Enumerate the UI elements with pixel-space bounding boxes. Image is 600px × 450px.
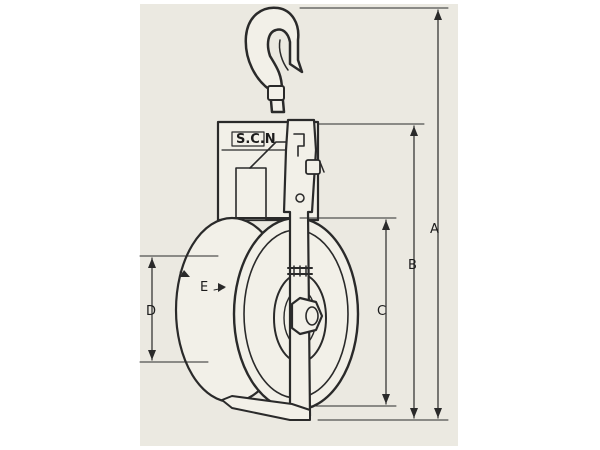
dimension-d [139, 255, 219, 363]
dimension-c-label: C [377, 304, 386, 319]
latch-knob [305, 159, 325, 175]
nameplate-label: S.C.N [236, 132, 276, 147]
hook [244, 6, 304, 114]
dimension-b [317, 123, 425, 419]
axle-nut [290, 296, 324, 336]
bottom-frame [221, 395, 311, 421]
dimension-b-label: B [408, 258, 417, 273]
dimension-e [179, 270, 226, 292]
dimension-c [299, 217, 397, 407]
dimension-e-label: E [200, 280, 208, 295]
sheave-wheel [174, 216, 360, 412]
dimension-d-label: D [146, 304, 156, 319]
dimension-a-label: A [430, 222, 439, 237]
dimension-a [299, 7, 449, 421]
